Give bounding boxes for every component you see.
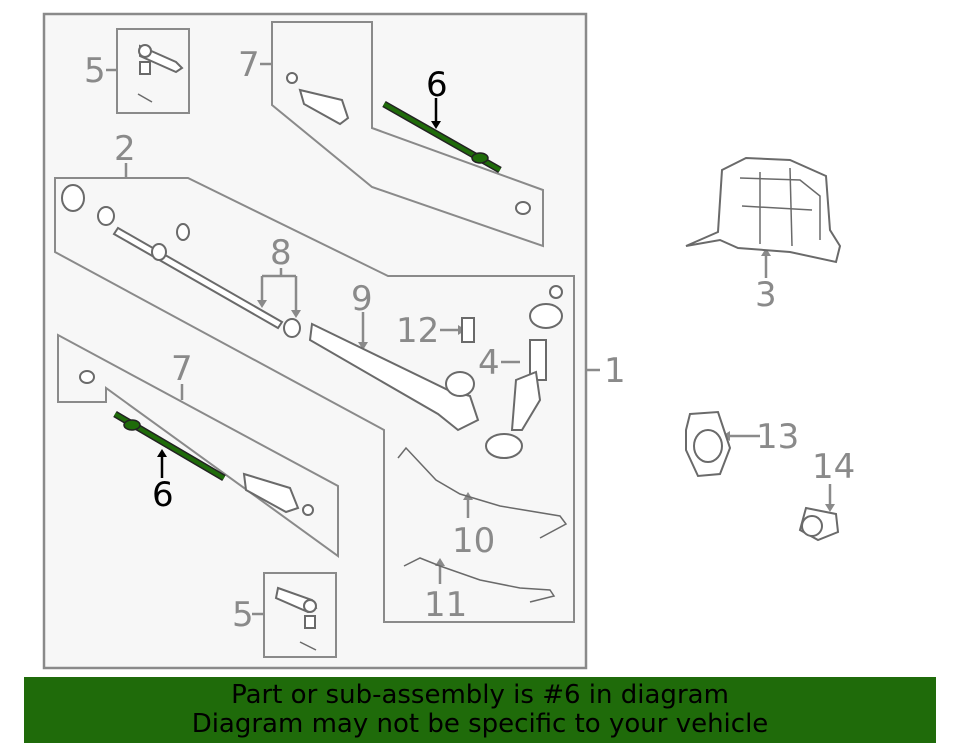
- callout-6-bottom: 6: [152, 475, 174, 515]
- callout-12: 12: [396, 311, 439, 351]
- notice-line-1: Part or sub-assembly is #6 in diagram: [231, 680, 729, 710]
- callout-11: 11: [424, 585, 467, 625]
- callout-7-top: 7: [238, 45, 260, 85]
- notice-line-2: Diagram may not be specific to your vehi…: [191, 709, 769, 739]
- component-drawings: [61, 44, 842, 651]
- callout-5-bottom: 5: [232, 595, 254, 635]
- tie-rod-end-box-bottom: [263, 572, 337, 658]
- callout-7-bottom: 7: [171, 349, 193, 389]
- callout-9: 9: [351, 279, 373, 319]
- callout-13: 13: [756, 417, 799, 457]
- rack-box: [54, 177, 575, 623]
- notice-banner: Part or sub-assembly is #6 in diagram Di…: [24, 677, 936, 743]
- inner-tie-rod-bottom-highlight: [113, 410, 226, 482]
- callout-10: 10: [452, 521, 495, 561]
- callout-4: 4: [478, 343, 500, 383]
- inner-tie-rod-top-highlight: [382, 98, 502, 174]
- callout-8: 8: [270, 233, 292, 273]
- callout-5-top: 5: [84, 51, 106, 91]
- callout-6-top: 6: [426, 65, 448, 105]
- callout-14: 14: [812, 447, 855, 487]
- callout-3: 3: [755, 275, 777, 315]
- callout-2: 2: [114, 129, 136, 169]
- leader-lines: [106, 62, 832, 616]
- callout-1: 1: [604, 351, 626, 391]
- inner-tie-rod-kit-box-top: [271, 21, 544, 248]
